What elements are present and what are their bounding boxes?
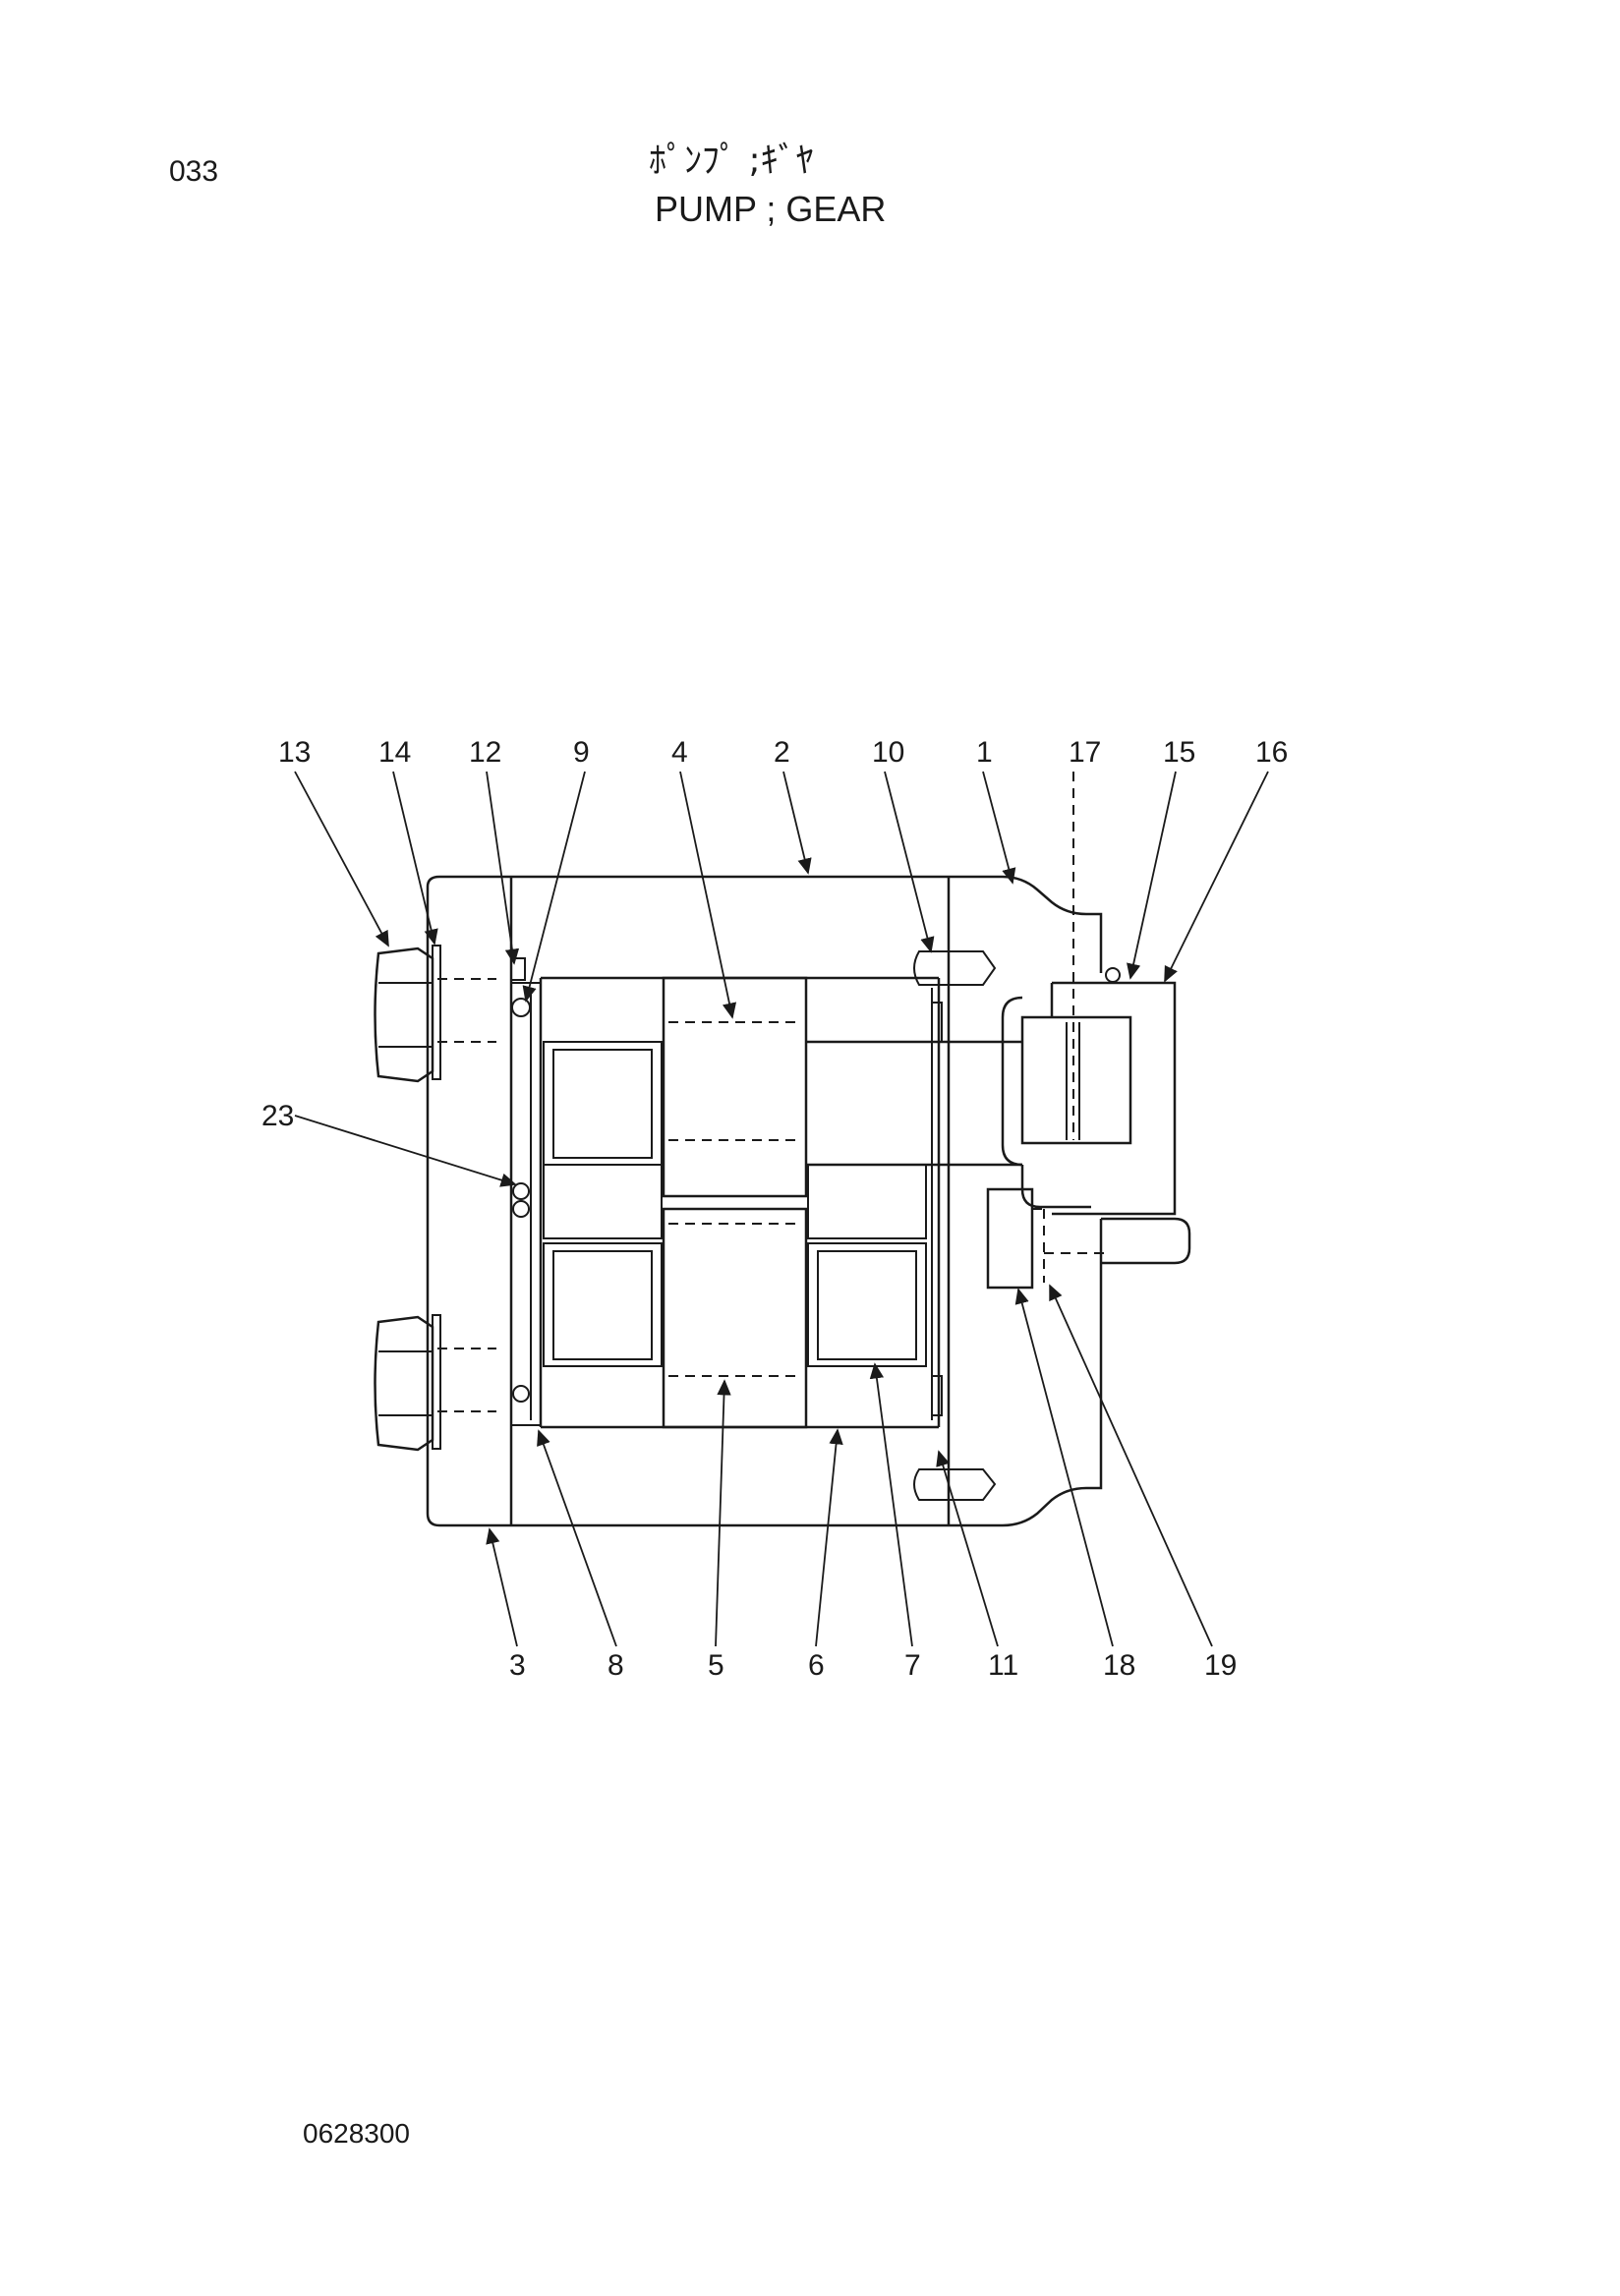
drive-shaft <box>806 1040 1022 1167</box>
callout-5: 5 <box>708 1649 724 1682</box>
drive-gear <box>662 976 808 1198</box>
callout-18: 18 <box>1103 1649 1135 1682</box>
coupling-assembly <box>1001 772 1177 1216</box>
mounting-bolt <box>986 1187 1191 1290</box>
callout-12: 12 <box>469 736 501 769</box>
callout-16: 16 <box>1255 736 1288 769</box>
callout-4: 4 <box>671 736 688 769</box>
callout-7: 7 <box>904 1649 921 1682</box>
callout-10: 10 <box>872 736 904 769</box>
pump-housing <box>426 875 1103 1527</box>
title-english: PUMP ; GEAR <box>655 189 887 229</box>
page-number: 033 <box>169 155 219 188</box>
callout-23: 23 <box>261 1100 294 1132</box>
callout-14: 14 <box>378 736 411 769</box>
bolt-upper <box>374 945 496 1083</box>
callout-8: 8 <box>608 1649 624 1682</box>
dowel-pins <box>913 950 997 1501</box>
callout-1: 1 <box>976 736 993 769</box>
callout-17: 17 <box>1069 736 1101 769</box>
bushings <box>543 1041 927 1367</box>
callout-11: 11 <box>988 1649 1018 1682</box>
title-japanese: ﾎﾟﾝﾌﾟ ;ｷﾞﾔ <box>649 141 814 181</box>
callout-labels: 13 14 12 9 4 2 10 1 17 15 16 23 3 8 5 6 … <box>261 736 1288 1682</box>
leader-lines <box>294 771 1269 1647</box>
o-rings <box>510 957 531 1403</box>
callout-19: 19 <box>1204 1649 1237 1682</box>
callout-9: 9 <box>573 736 590 769</box>
callout-3: 3 <box>509 1649 526 1682</box>
callout-6: 6 <box>808 1649 825 1682</box>
bolt-lower <box>374 1314 496 1452</box>
callout-2: 2 <box>774 736 790 769</box>
drawing-number: 0628300 <box>303 2118 411 2149</box>
driven-gear <box>662 1207 808 1429</box>
callout-15: 15 <box>1163 736 1195 769</box>
callout-13: 13 <box>278 736 311 769</box>
